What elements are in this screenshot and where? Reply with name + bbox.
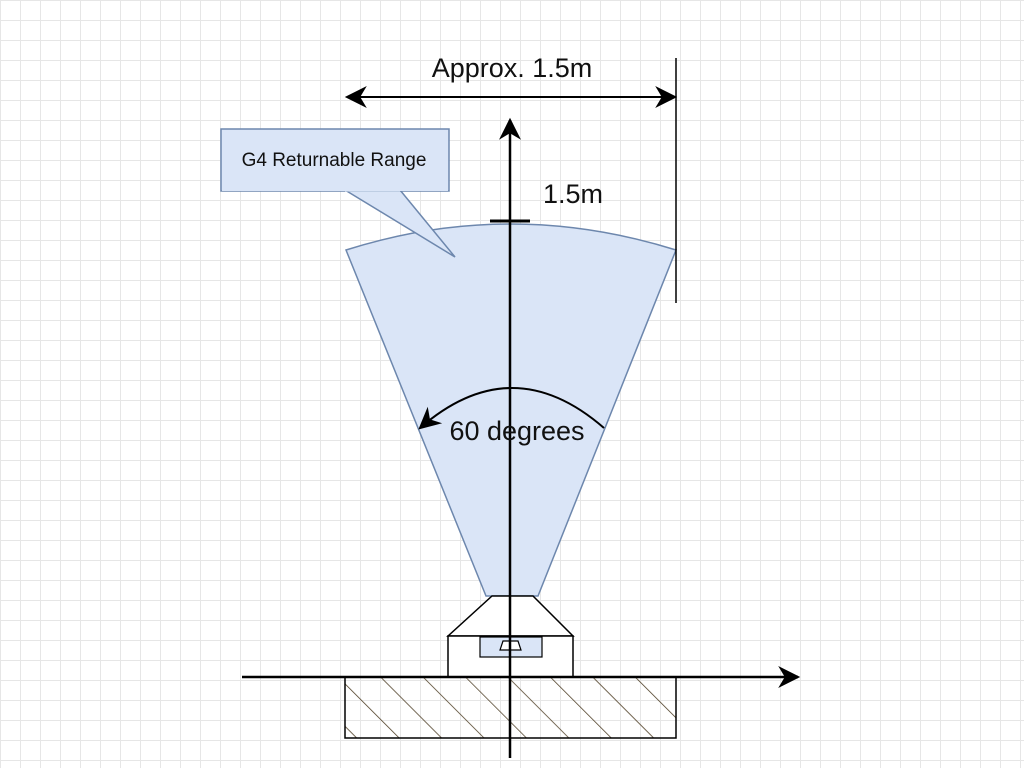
range-distance-label: 1.5m xyxy=(543,179,603,209)
angle-label: 60 degrees xyxy=(449,416,584,446)
width-dimension-label: Approx. 1.5m xyxy=(432,53,593,83)
angle-arc xyxy=(418,387,605,430)
range-callout-label: G4 Returnable Range xyxy=(242,150,427,171)
